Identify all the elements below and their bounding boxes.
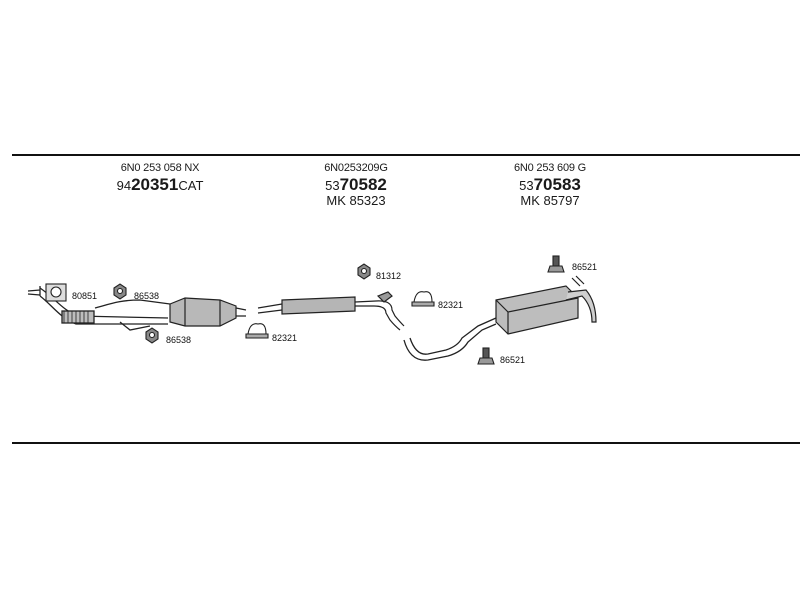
rubber-mount-icon [357, 263, 371, 280]
oe-number: 6N0 253 609 G [513, 162, 586, 174]
part-label-gasket: 80851 [72, 291, 97, 301]
gasket-icon [45, 283, 67, 302]
clamp-icon [245, 323, 269, 339]
bottom-rule [12, 442, 800, 444]
mk-number: MK 85323 [326, 193, 386, 209]
oe-number: 6N0 253 058 NX [120, 162, 200, 174]
part-label-front-clamp: 82321 [272, 333, 297, 343]
clamp-icon [411, 291, 435, 307]
part-label-middle-mount: 81312 [376, 271, 401, 281]
middle-silencer-icon [257, 291, 405, 331]
rear-pipe [403, 317, 497, 361]
mk-number: MK 85797 [520, 193, 580, 209]
part-label-rear-hanger-top: 86521 [572, 262, 597, 272]
oe-number: 6N0253209G [324, 162, 388, 174]
section-header-front: 6N0 253 058 NX 9420351CAT [70, 162, 250, 194]
part-label-middle-clamp: 82321 [438, 300, 463, 310]
part-number: 5370583 [519, 174, 581, 194]
section-header-middle: 6N0253209G 5370582 MK 85323 [266, 162, 446, 209]
rubber-mount-icon [113, 283, 127, 300]
catalytic-converter-icon [169, 297, 247, 327]
hanger-icon [547, 255, 565, 273]
rear-silencer-icon [495, 275, 597, 335]
rubber-mount-icon [145, 327, 159, 344]
top-rule [12, 154, 800, 156]
part-label-lower-mount: 86538 [166, 335, 191, 345]
part-number: 9420351CAT [116, 174, 204, 194]
section-header-rear: 6N0 253 609 G 5370583 MK 85797 [460, 162, 640, 209]
hanger-icon [477, 347, 495, 365]
part-label-rear-hanger-bottom: 86521 [500, 355, 525, 365]
part-label-front-mount: 86538 [134, 291, 159, 301]
front-pipe [27, 286, 171, 331]
part-number: 5370582 [325, 174, 387, 194]
